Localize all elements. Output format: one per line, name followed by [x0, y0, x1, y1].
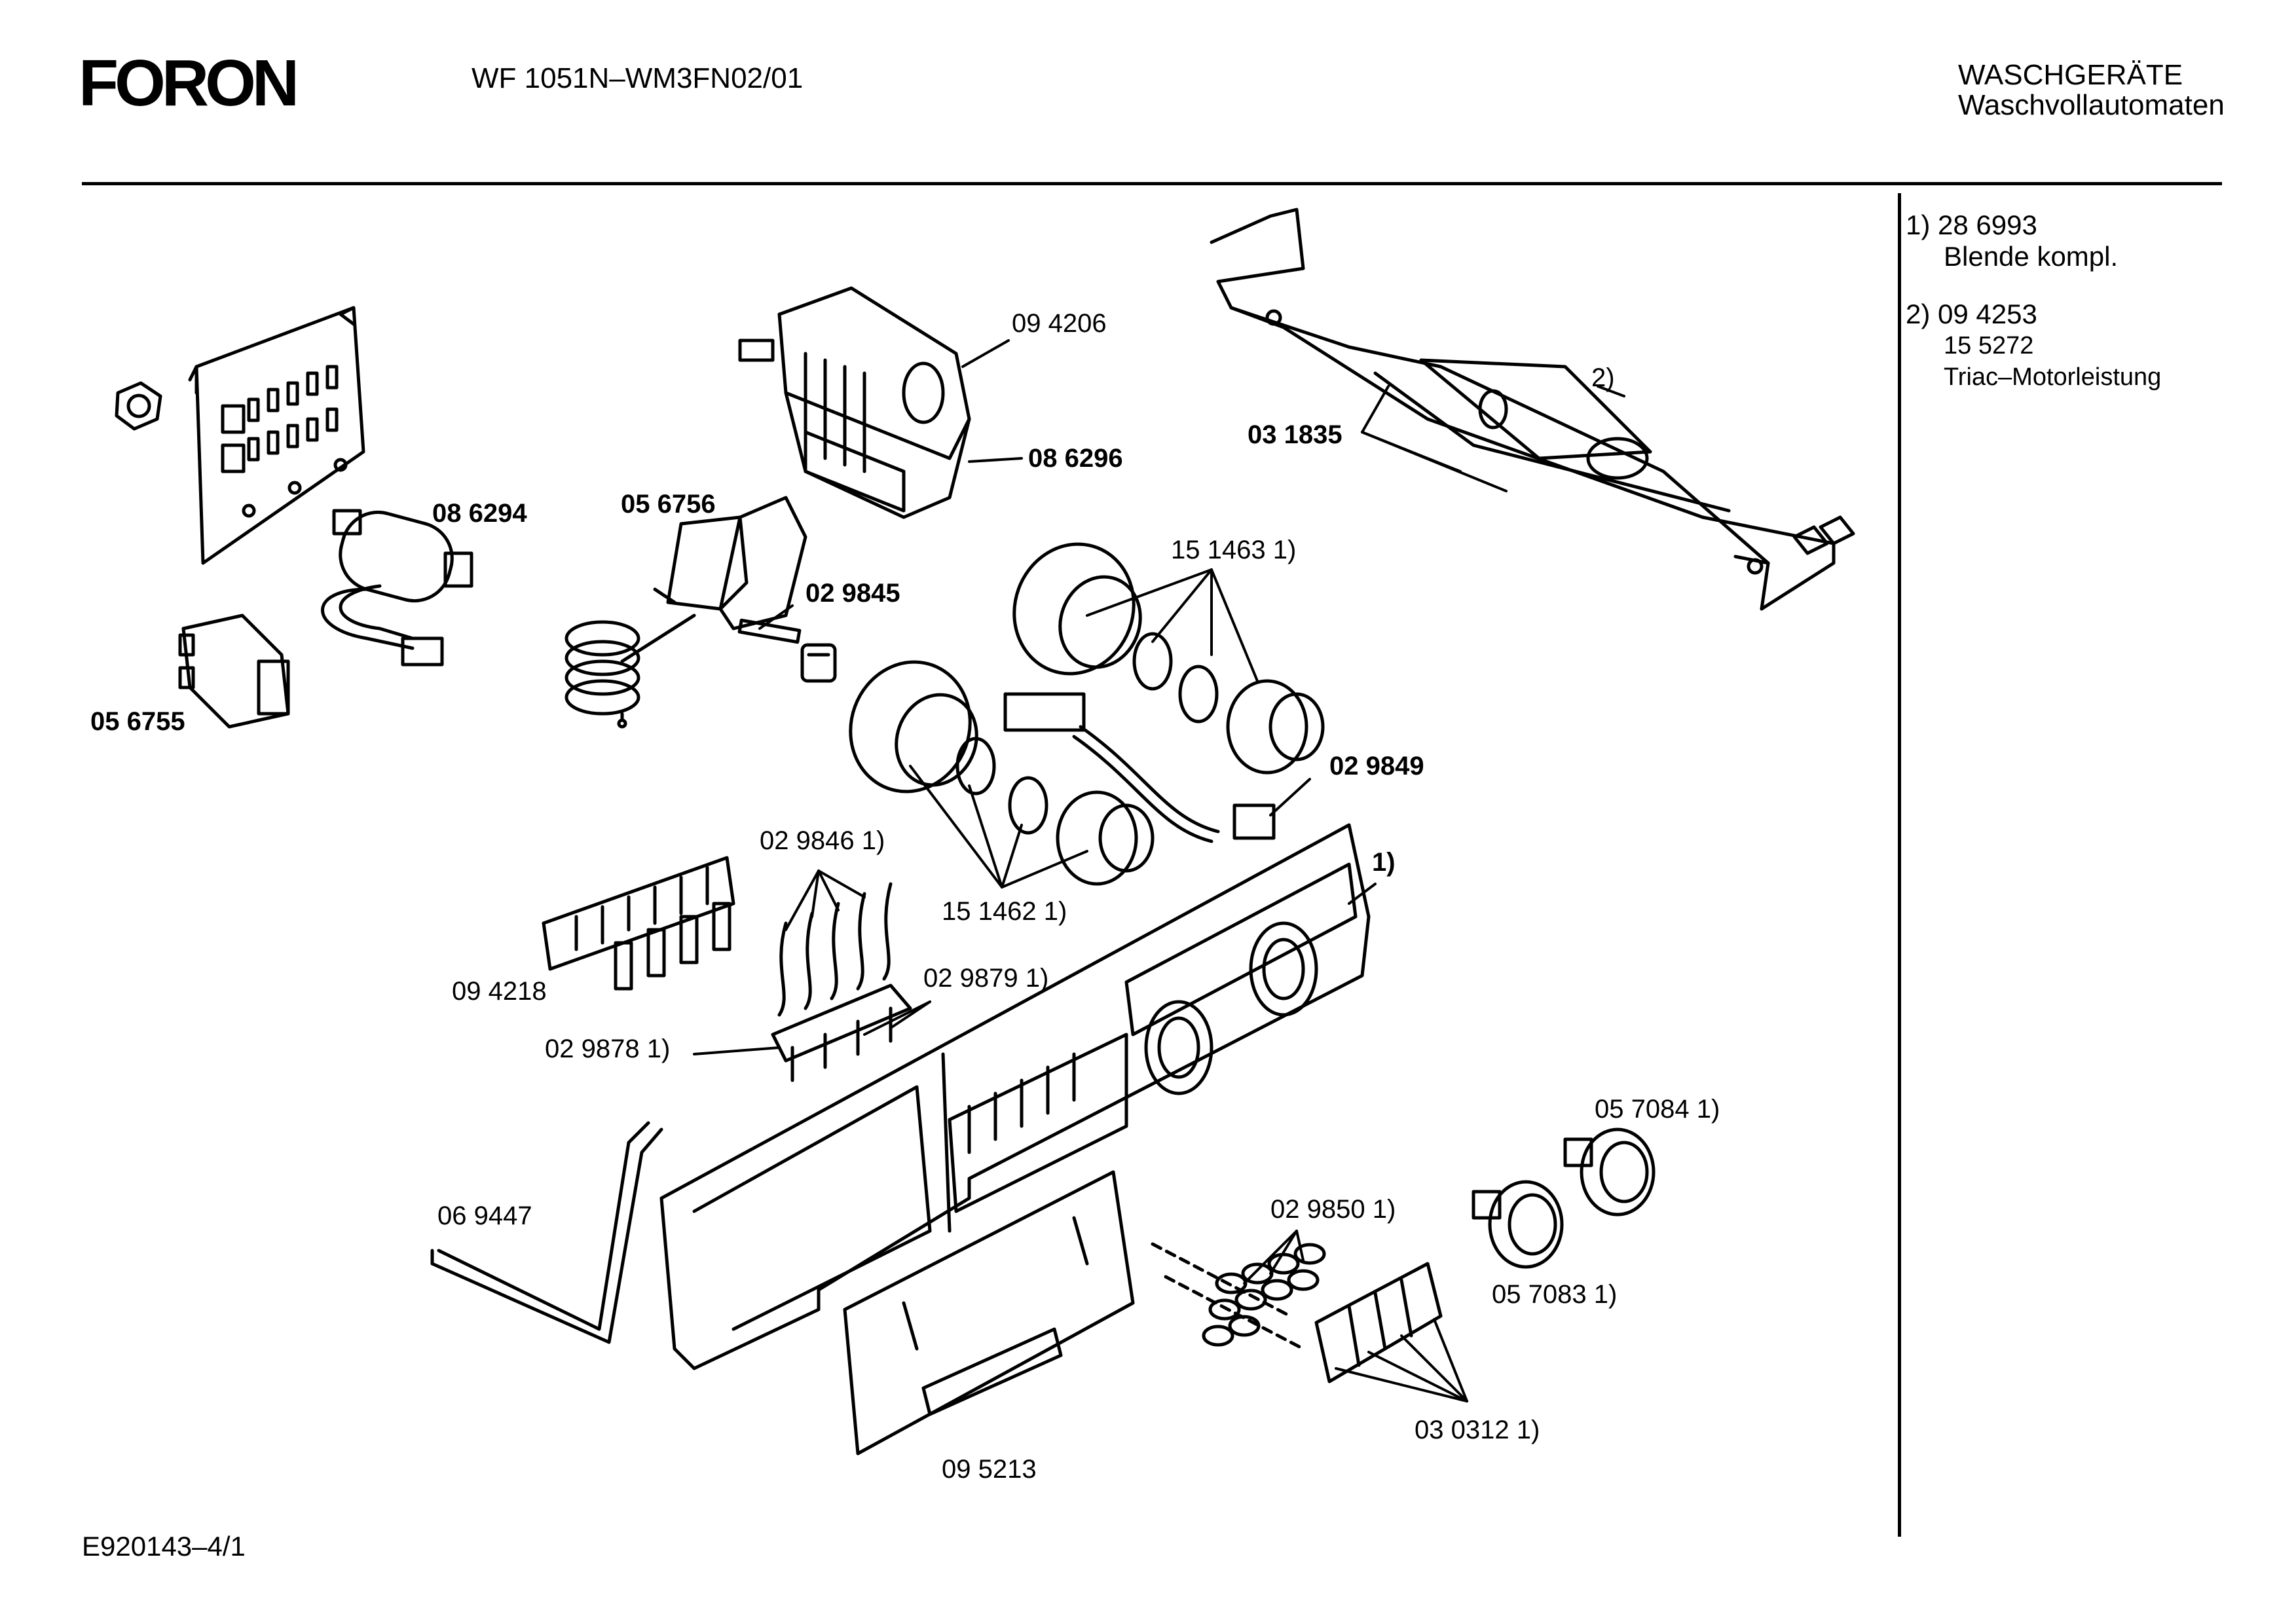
label-086296: 08 6296 — [1028, 444, 1123, 473]
label-0298791: 02 9879 1) — [923, 964, 1049, 993]
label-029849: 02 9849 — [1329, 752, 1424, 780]
capacitor — [321, 509, 473, 667]
label-031835: 03 1835 — [1248, 420, 1342, 449]
push-buttons — [1314, 1262, 1443, 1383]
knob-holders — [1056, 679, 1325, 886]
interference-filter — [178, 614, 290, 729]
label-069447: 06 9447 — [437, 1201, 532, 1230]
button-springs — [1202, 1243, 1326, 1347]
legend-text: Triac–Motorleistung — [1944, 363, 2162, 391]
small-knob-front — [1472, 1180, 1564, 1269]
legend-item-1: 1) 28 6993 Blende kompl. — [1906, 210, 2161, 272]
contact-springs — [777, 882, 893, 1017]
drawing-code: E920143–4/1 — [82, 1531, 246, 1562]
model-number: WF 1051N–WM3FN02/01 — [472, 62, 804, 94]
leader-lines — [693, 339, 1625, 1402]
label-056755: 05 6755 — [90, 707, 185, 736]
brand-logo: FORON — [79, 46, 299, 120]
legend-text: Blende kompl. — [1944, 241, 2119, 272]
category-subtitle: Waschvollautomaten — [1958, 89, 2225, 121]
label-marker-2: 2) — [1591, 363, 1615, 392]
legend-marker: 1) — [1906, 210, 1931, 240]
program-selector-unit — [738, 286, 971, 519]
knob-cap-upper — [1012, 542, 1142, 676]
label-029845: 02 9845 — [805, 579, 900, 608]
label-0298501: 02 9850 1) — [1270, 1195, 1396, 1224]
legend-marker: 2) — [1906, 299, 1931, 329]
legend-divider — [1898, 193, 1901, 1537]
push-rods — [771, 983, 912, 1082]
electronic-module-bracket — [1210, 208, 1855, 611]
cable-connector — [1003, 692, 1276, 843]
legend-item-2: 2) 09 4253 15 5272 Triac–Motorleistung — [1906, 299, 2161, 393]
clip-connector — [800, 643, 837, 683]
hex-nut — [115, 381, 162, 431]
legend-number: 28 6993 — [1938, 210, 2037, 240]
label-095213: 09 5213 — [942, 1455, 1037, 1484]
header-rule — [82, 182, 2222, 185]
label-1514631: 15 1463 1) — [1171, 536, 1297, 564]
door-lock-switch — [565, 496, 807, 729]
legend-number: 09 4253 — [1938, 299, 2037, 329]
label-marker-1: 1) — [1372, 848, 1396, 877]
small-knob-rear — [1563, 1127, 1656, 1217]
label-094218: 09 4218 — [452, 977, 547, 1006]
knob-discs — [955, 632, 1219, 835]
switch-block — [542, 856, 735, 991]
relay-mounting-plate — [188, 306, 365, 565]
u-profile-strip — [430, 1121, 663, 1344]
label-056756: 05 6756 — [621, 490, 716, 519]
detergent-drawer-front — [843, 1170, 1135, 1456]
label-0570841: 05 7084 1) — [1595, 1095, 1720, 1124]
label-0303121: 03 0312 1) — [1415, 1416, 1540, 1444]
label-086294: 08 6294 — [432, 499, 527, 528]
label-094206: 09 4206 — [1012, 309, 1107, 338]
category: WASCHGERÄTE Waschvollautomaten — [1958, 60, 2225, 120]
label-0570831: 05 7083 1) — [1492, 1280, 1618, 1309]
category-title: WASCHGERÄTE — [1958, 59, 2183, 91]
legend: 1) 28 6993 Blende kompl. 2) 09 4253 15 5… — [1906, 210, 2161, 419]
label-0298461: 02 9846 1) — [760, 826, 885, 855]
knob-cap-lower — [849, 660, 978, 794]
legend-sub-number: 15 5272 — [1944, 332, 2034, 359]
control-panel-fascia — [659, 823, 1371, 1370]
label-1514621: 15 1462 1) — [942, 897, 1067, 926]
light-guides — [1151, 1242, 1305, 1351]
label-0298781: 02 9878 1) — [545, 1035, 671, 1063]
